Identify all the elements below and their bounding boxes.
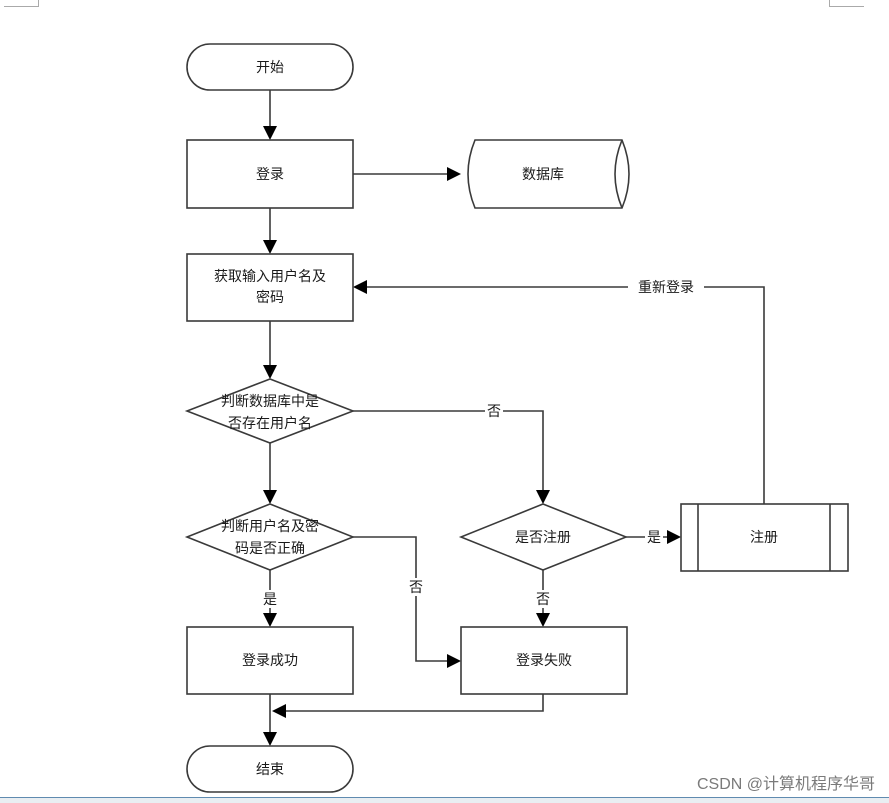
edge-label-register-no: 否 [536, 592, 550, 608]
node-login-success-label: 登录成功 [242, 653, 298, 669]
terminator-shape [186, 43, 354, 91]
label-bg [645, 528, 663, 546]
label-bg [485, 402, 503, 420]
node-login-success: 登录成功 [186, 626, 354, 695]
bottom-scrollbar-edge [0, 797, 889, 803]
edge-check-user-ask-register [353, 410, 544, 492]
watermark: CSDN @计算机程序华哥 [696, 776, 875, 793]
arrowhead [272, 704, 286, 718]
arrowhead [263, 126, 277, 140]
database-shape-inner-arc [614, 139, 623, 209]
arrowhead [263, 365, 277, 379]
process-shape [186, 626, 354, 695]
node-start-label: 开始 [256, 60, 284, 76]
arrowhead [263, 613, 277, 627]
node-register: 注册 [680, 503, 849, 572]
node-end: 结束 [186, 745, 354, 793]
predefined-process-shape [680, 503, 849, 572]
process-shape [186, 139, 354, 209]
node-end-label: 结束 [256, 762, 284, 778]
node-login: 登录 [186, 139, 354, 209]
node-start: 开始 [186, 43, 354, 91]
process-shape [186, 253, 354, 322]
arrowhead [447, 167, 461, 181]
node-check-user-label-line2: 否存在用户名 [228, 415, 312, 432]
node-database-label: 数据库 [522, 167, 564, 183]
node-login-fail-label: 登录失败 [516, 653, 572, 669]
node-get-input-label-line2: 密码 [256, 289, 284, 306]
node-login-fail: 登录失败 [460, 626, 628, 695]
edge-labels: 否 是 否 重新登录 是 否 [261, 277, 704, 608]
edge-label-password-correct: 是 [263, 592, 277, 608]
node-check-user: 判断数据库中是 否存在用户名 [184, 378, 356, 444]
window-corner-right [829, 0, 864, 7]
node-get-input: 获取输入用户名及 密码 [186, 253, 354, 322]
edge-register-get-input [365, 286, 765, 504]
edge-label-register-yes: 是 [647, 530, 661, 546]
node-check-password-label-line1: 判断用户名及密 [221, 518, 319, 535]
node-ask-register: 是否注册 [458, 503, 629, 571]
label-bg [534, 590, 552, 608]
arrowhead [536, 613, 550, 627]
decision-shape [184, 503, 356, 571]
decision-shape [184, 378, 356, 444]
node-register-label: 注册 [750, 530, 778, 546]
edge-login-fail-end [284, 694, 544, 712]
window-corner-left [4, 0, 39, 7]
arrowhead [263, 490, 277, 504]
edge-label-user-not-exist: 否 [487, 404, 501, 420]
node-login-label: 登录 [256, 167, 284, 183]
node-check-user-label-line1: 判断数据库中是 [221, 394, 319, 410]
arrowhead [263, 240, 277, 254]
edge-check-password-login-fail [353, 536, 449, 662]
terminator-shape [186, 745, 354, 793]
node-check-password-label-line2: 码是否正确 [235, 541, 305, 557]
edge-label-relogin: 重新登录 [638, 280, 694, 296]
arrowhead [667, 530, 681, 544]
process-shape [460, 626, 628, 695]
label-bg [407, 578, 425, 596]
edge-label-password-wrong: 否 [409, 580, 423, 596]
node-check-password: 判断用户名及密 码是否正确 [184, 503, 356, 571]
arrowhead [536, 490, 550, 504]
node-get-input-label-line1: 获取输入用户名及 [214, 268, 326, 285]
node-ask-register-label: 是否注册 [515, 530, 571, 546]
label-bg [261, 590, 279, 608]
node-database: 数据库 [467, 139, 630, 209]
arrowhead [353, 280, 367, 294]
decision-shape [458, 503, 629, 571]
label-bg [628, 277, 704, 297]
arrowhead [263, 732, 277, 746]
arrowhead [447, 654, 461, 668]
